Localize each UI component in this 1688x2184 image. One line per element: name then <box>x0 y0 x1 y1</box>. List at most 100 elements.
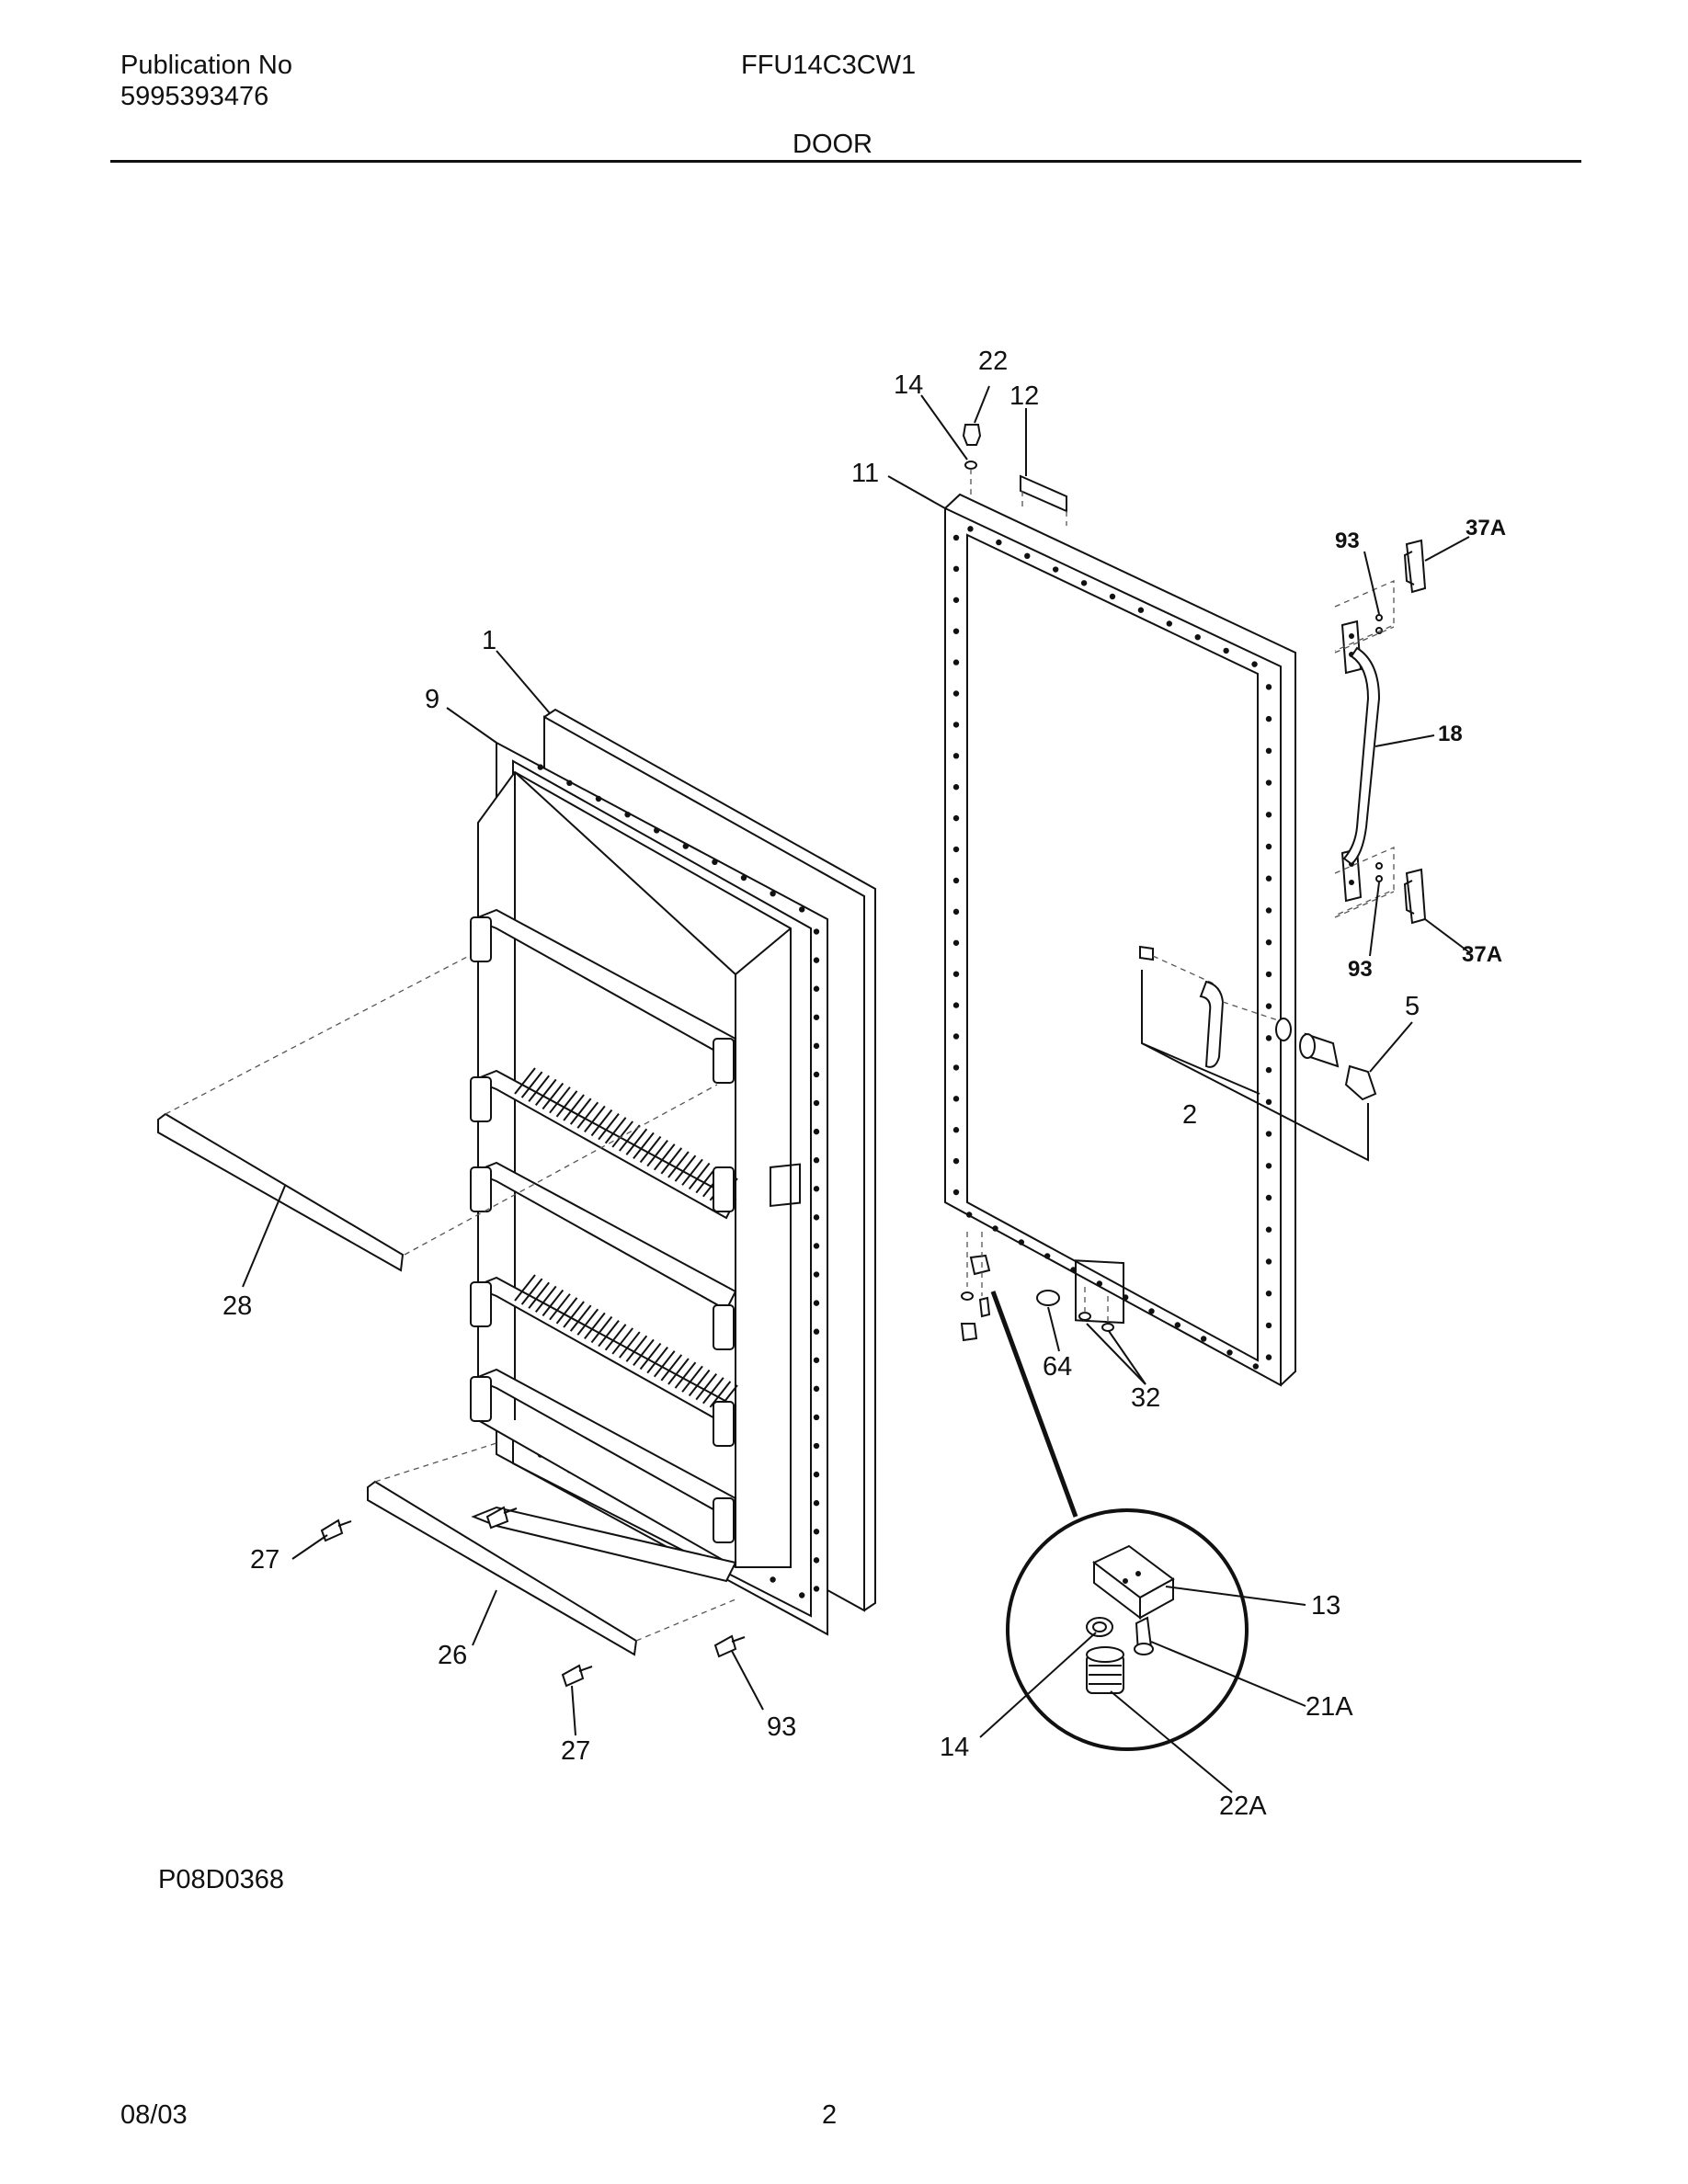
screw-hole <box>1265 907 1272 914</box>
screw-hole <box>952 659 960 665</box>
shelf-wire <box>584 1312 606 1339</box>
callout-93-top: 93 <box>1335 529 1360 553</box>
shelf-wire <box>604 1324 627 1351</box>
screw-hole <box>1265 684 1272 690</box>
screw-hole <box>813 1385 820 1393</box>
shelf-wire <box>576 1101 599 1129</box>
shelf-wire <box>611 1327 633 1355</box>
screw-hole <box>952 1096 960 1102</box>
screw-hole <box>813 1099 820 1107</box>
screw-hole <box>1024 552 1031 560</box>
screw-hole <box>1044 1253 1051 1259</box>
screw-hole <box>682 843 689 849</box>
bottom-hinge-parts <box>960 1232 1114 1342</box>
screw-hole <box>813 1586 820 1592</box>
screw-hole <box>1252 1363 1260 1370</box>
shelf-wire <box>576 1308 599 1336</box>
screw-hole <box>1194 633 1201 641</box>
callout-28: 28 <box>222 1291 252 1321</box>
shelf-wire <box>604 1117 627 1144</box>
screw-hole <box>1265 971 1272 978</box>
screw-hole <box>813 1529 820 1535</box>
shelf-wire <box>549 1086 571 1114</box>
shelf-wire <box>598 1320 620 1348</box>
screw-hole <box>952 753 960 759</box>
screw-hole <box>952 1002 960 1008</box>
screw-hole <box>1052 566 1059 573</box>
shelf-wire <box>534 1285 557 1314</box>
handle-assembly <box>1334 539 1427 925</box>
callout-13: 13 <box>1311 1591 1340 1621</box>
screw-hole <box>1166 620 1173 627</box>
shelf-wire <box>549 1293 571 1321</box>
shelf-wire <box>625 1128 648 1155</box>
shelf-wire <box>514 1274 536 1302</box>
shelf-wire <box>646 1347 668 1374</box>
screw-hole <box>1265 875 1272 882</box>
screw-hole <box>813 1271 820 1278</box>
publication-label: Publication No <box>120 51 292 80</box>
detail-magnifier <box>990 1291 1249 1751</box>
screw-hole <box>595 795 602 802</box>
screw-hole <box>813 1128 820 1135</box>
screw-hole <box>813 1214 820 1221</box>
shelf-wire <box>653 1350 676 1378</box>
callout-1: 1 <box>482 626 496 655</box>
shelf-wire <box>563 1301 585 1328</box>
shelf-wire <box>555 1090 578 1118</box>
screw-hole <box>1109 593 1116 600</box>
screw-hole <box>952 628 960 634</box>
callout-26: 26 <box>438 1641 467 1670</box>
shelf-rails <box>471 908 737 1583</box>
callout-22a: 22A <box>1219 1792 1267 1821</box>
lock-assembly <box>1139 945 1377 1162</box>
screw-hole <box>813 1243 820 1249</box>
screw-hole <box>1148 1308 1155 1314</box>
shelf-wire <box>619 1331 641 1359</box>
shelf-wire <box>653 1143 676 1171</box>
shelf-wire <box>611 1120 633 1148</box>
screw-hole <box>1096 1280 1103 1287</box>
screw-hole <box>813 1157 820 1164</box>
callout-37a-top: 37A <box>1466 516 1506 540</box>
screw-hole <box>1265 1131 1272 1137</box>
screw-hole <box>952 1127 960 1133</box>
screw-hole <box>1223 647 1229 654</box>
shelf-wire <box>639 1135 662 1164</box>
screw-hole <box>1200 1336 1207 1342</box>
screw-hole <box>813 1357 820 1363</box>
screw-hole <box>770 891 776 897</box>
shelf-wire <box>590 1315 613 1344</box>
screw-hole <box>952 1064 960 1071</box>
shelf-wire <box>569 1304 592 1332</box>
shelf-wire <box>681 1365 703 1393</box>
shelf-wire <box>633 1338 655 1366</box>
callout-64: 64 <box>1043 1352 1072 1382</box>
shelf-wire <box>688 1369 711 1397</box>
screw-hole <box>965 1211 973 1218</box>
shelf-wire <box>625 1335 648 1362</box>
screw-hole <box>952 1033 960 1040</box>
shelf-wire <box>646 1140 668 1167</box>
top-hinge-parts <box>962 424 1067 526</box>
screw-hole <box>813 1471 820 1478</box>
screw-hole <box>1251 661 1258 667</box>
shelf-wire <box>584 1105 606 1132</box>
screw-hole <box>996 539 1002 546</box>
callout-9: 9 <box>425 685 439 714</box>
screw-hole <box>1018 1239 1025 1246</box>
shelf-wire <box>681 1158 703 1186</box>
shelf-wire <box>555 1297 578 1325</box>
screw-hole <box>952 1157 960 1165</box>
screw-hole <box>1174 1322 1181 1328</box>
callout-93-bottom: 93 <box>767 1712 796 1742</box>
shelf-wire <box>520 1071 543 1098</box>
screw-hole <box>813 1557 820 1564</box>
screw-hole <box>740 874 747 882</box>
shelf-wire <box>695 1372 718 1401</box>
shelf-bar-26 <box>367 1442 736 1656</box>
screw-hole <box>952 971 960 977</box>
callout-5: 5 <box>1405 992 1420 1021</box>
callout-22: 22 <box>978 347 1008 376</box>
screw-hole <box>799 906 805 913</box>
